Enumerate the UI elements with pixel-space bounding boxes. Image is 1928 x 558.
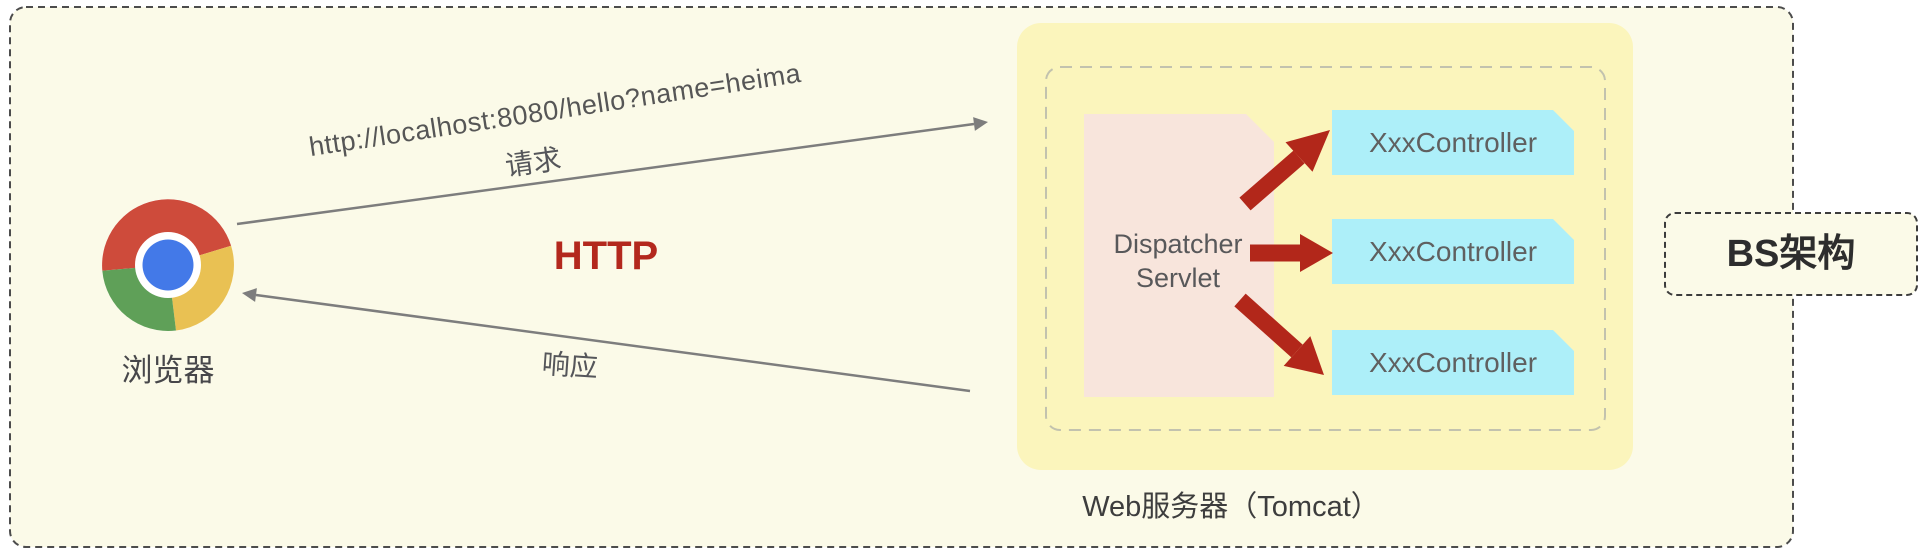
http-protocol-label: HTTP <box>553 234 659 278</box>
dispatcher-shape <box>1084 114 1274 397</box>
response-arrow-head <box>242 288 257 302</box>
response-label: 响应 <box>540 348 599 383</box>
chrome-icon <box>102 199 234 331</box>
request-arrow-head <box>973 117 988 131</box>
controller-box-1 <box>1332 110 1574 175</box>
controller-box-2 <box>1332 219 1574 284</box>
bs-label-box <box>1664 212 1918 296</box>
controller-label-3: XxxController <box>1368 347 1538 378</box>
controller-box-3 <box>1332 330 1574 395</box>
chrome-icon-blue-center <box>142 239 194 291</box>
request-arrow <box>236 117 988 226</box>
red-arrow-2-head <box>1300 234 1333 272</box>
response-arrow-line <box>255 293 971 393</box>
dispatcher-servlet-label-line1: Dispatcher <box>1113 229 1243 259</box>
web-server-caption: Web服务器（Tomcat） <box>1082 491 1380 523</box>
response-arrow <box>242 288 971 393</box>
red-arrow-1-shaft <box>1239 150 1305 211</box>
controller-label-1: XxxController <box>1368 127 1538 158</box>
dispatcher-servlet-label-line2: Servlet <box>1135 263 1221 293</box>
red-arrow-3-head <box>1283 336 1324 375</box>
red-arrow-1-head <box>1285 130 1330 172</box>
red-arrows <box>1234 130 1333 375</box>
red-arrow-3-shaft <box>1234 293 1303 358</box>
browser-label: 浏览器 <box>121 353 215 388</box>
server-inner-dashed-border <box>1045 66 1606 431</box>
controller-label-2: XxxController <box>1368 236 1538 267</box>
request-arrow-line <box>236 122 975 226</box>
dispatcher-servlet-label: Dispatcher Servlet <box>1082 227 1274 295</box>
bs-architecture-label: BS架构 <box>1726 233 1856 275</box>
